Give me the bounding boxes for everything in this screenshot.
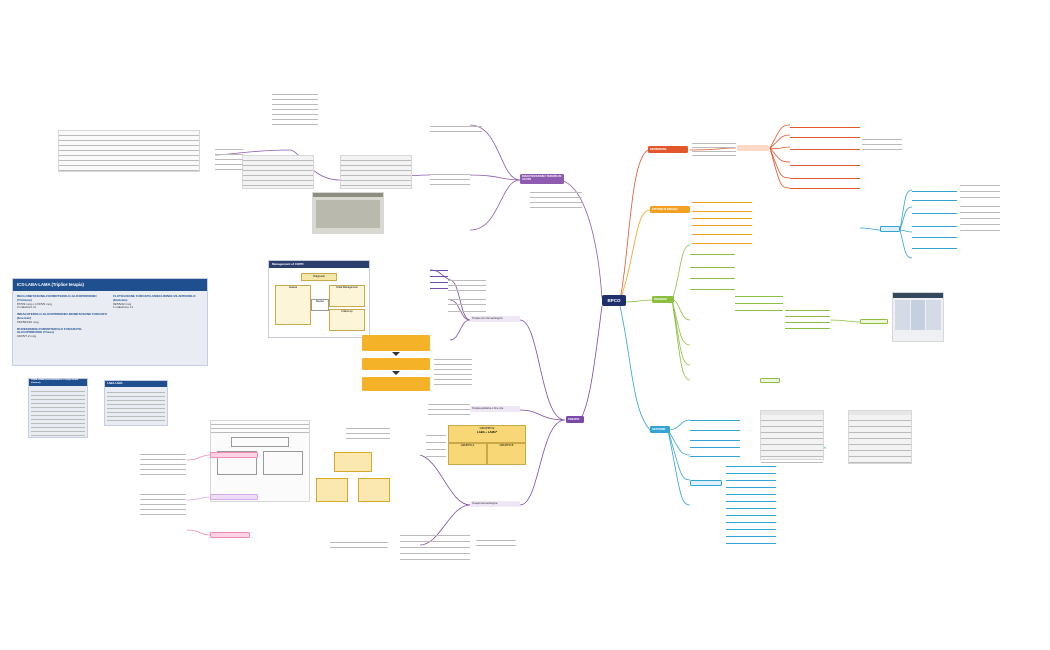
- riacutizzazioni-image: [312, 192, 384, 234]
- center-node-bpco[interactable]: BPCO: [602, 295, 626, 306]
- palliativa-notes: [428, 400, 470, 415]
- gold-group-table: GRUPPO E LABA + LAMA* GRUPPO A GRUPPO B: [426, 425, 526, 467]
- gold-b-cell: GRUPPO B: [487, 443, 526, 465]
- management-initial: Initial Management: [329, 285, 365, 307]
- gestione-right-list: [912, 185, 957, 249]
- fattori-list: [692, 196, 752, 244]
- top-left-list-box: [58, 130, 200, 172]
- definizione-sub-list: [790, 122, 860, 189]
- gold-e-cell: GRUPPO E LABA + LAMA*: [448, 425, 526, 443]
- diagnosi-gold-list: [785, 305, 830, 329]
- nonfarm-mini-list: [430, 265, 448, 289]
- enerzair-dose: 150/50/160 mcg: [17, 319, 39, 324]
- management-copd-panel: Management of COPD Diagnosis Assess Init…: [268, 260, 370, 338]
- riacutizzazioni-top-notes: [430, 122, 482, 132]
- gold-image-tag[interactable]: [860, 319, 888, 324]
- riacutizzazioni-pharm-notes: [272, 90, 318, 125]
- management-review: Review: [311, 299, 329, 311]
- gestione-sublist: [726, 460, 776, 544]
- branch-diagnosi[interactable]: DIAGNOSI: [652, 296, 674, 303]
- trixeo-name: BUDESONIDE-FORMOTEROLO FUMARATO-GLICOPIR…: [17, 326, 83, 335]
- link-diagnosi: [624, 299, 653, 303]
- trimbow-name: BECLOMETASONE-FORMOTEROLO-GLICOPIRRONIO …: [17, 294, 97, 302]
- branch-fattori-rischio[interactable]: FATTORI DI RISCHIO: [650, 206, 690, 213]
- riacutizzazioni-left-notes: [215, 145, 243, 170]
- left-bottom-notes-1: [140, 450, 186, 475]
- yellow-flow-diagram: [362, 335, 430, 399]
- diagnosi-tag[interactable]: [760, 378, 780, 383]
- gold-a-cell: GRUPPO A: [448, 443, 487, 465]
- triplice-terapia-card: ICS-LABA-LAMA (Triplice terapia) BECLOME…: [12, 278, 208, 366]
- gestione-obiettivi-box[interactable]: [690, 480, 722, 486]
- elebrato-puffs: 1 inalazione x1: [113, 305, 134, 310]
- riacutizzazioni-list-box: [340, 155, 412, 189]
- management-diagnosis: Diagnosis: [301, 273, 337, 281]
- pink-tag-2[interactable]: [210, 532, 250, 538]
- cat-score-table: [848, 410, 912, 464]
- link-definizione: [619, 149, 649, 301]
- elebrato-name: FLUTICASONE FUROATO-UMECLIDINIO-VILANTER…: [113, 294, 196, 302]
- lilac-tag[interactable]: [210, 494, 258, 500]
- branch-terapia[interactable]: TERAPIA: [566, 416, 584, 423]
- link-gestione: [619, 305, 651, 431]
- diagnosi-spirometria: [735, 290, 783, 311]
- pink-tag-1[interactable]: [210, 452, 258, 458]
- terapia-non-farmacologica[interactable]: Terapia non farmacologica: [470, 316, 520, 322]
- flowchart-left-panel: [210, 420, 310, 502]
- triplice-col1: BECLOMETASONE-FORMOTEROLO-GLICOPIRRONIO …: [17, 294, 107, 339]
- management-followup: Follow-up: [329, 309, 365, 331]
- riacutizzazioni-right-desc: [530, 188, 582, 208]
- laba-lama-right-header: LABA-LAMA: [105, 381, 167, 387]
- branch-riacutizzazioni[interactable]: RIACUTIZZAZIONI / TERAPIA IN ACUTO: [520, 174, 564, 184]
- center-label: BPCO: [607, 298, 621, 303]
- gestione-right-root[interactable]: [880, 226, 900, 232]
- riacutizzazioni-list-box-2: [242, 155, 314, 189]
- elebrato-dose: 92/55/22 mcg: [113, 301, 132, 306]
- nonfarm-notes: [448, 276, 486, 312]
- management-header: Management of COPD: [269, 261, 369, 268]
- gestione-list: [690, 415, 740, 457]
- farmacologica-side-notes: [330, 538, 388, 548]
- riacutizzazioni-mid-notes: [430, 170, 470, 185]
- farmacologica-right-notes: [476, 536, 516, 546]
- yellow-flow-notes: [434, 355, 472, 385]
- triplice-col2: FLUTICASONE FUROATO-UMECLIDINIO-VILANTER…: [113, 294, 203, 339]
- left-bottom-notes-2: [140, 490, 186, 515]
- trimbow-puffs: 2 inalazioni x2: [17, 305, 37, 310]
- cat-table: [760, 410, 824, 463]
- laba-lama-card-right: LABA-LAMA: [104, 380, 168, 426]
- gestione-right-notes: [960, 180, 1000, 231]
- enerzair-name: INDACATEROLO-GLICOPIRRONIO-MOMETASONE FU…: [17, 312, 107, 320]
- trimbow-dose: 87/5/9 mcg o 172/5/9 mcg: [17, 301, 52, 306]
- link-fattori: [619, 209, 651, 301]
- triplice-header: ICS-LABA-LAMA (Triplice terapia): [13, 279, 207, 291]
- circle-diagram-notes: [346, 424, 390, 439]
- laba-lama-left-header: LABA-LAMA (broncodilatatore a lunga dura…: [29, 379, 87, 386]
- gold-classification-image: [892, 292, 944, 342]
- definizione-text: [692, 140, 736, 156]
- branch-definizione[interactable]: DEFINIZIONE: [648, 146, 688, 153]
- branch-gestione[interactable]: GESTIONE: [650, 426, 670, 433]
- terapia-farmacologica[interactable]: Terapia farmacologica: [470, 501, 520, 507]
- link-terapia: [579, 305, 603, 421]
- yellow-circle-diagram: [316, 452, 390, 507]
- laba-lama-card-left: LABA-LAMA (broncodilatatore a lunga dura…: [28, 378, 88, 438]
- link-riacutizzazioni: [559, 179, 603, 299]
- trixeo-dose: 160/5/7,2 mcg: [17, 334, 37, 339]
- definizione-note: [862, 135, 902, 150]
- terapia-palliativa[interactable]: Terapia palliativa o fine vita: [470, 406, 520, 412]
- definizione-tag[interactable]: [737, 145, 769, 151]
- diagnosi-list: [690, 240, 735, 290]
- management-assess: Assess: [275, 285, 311, 325]
- farmacologica-notes: [400, 530, 470, 560]
